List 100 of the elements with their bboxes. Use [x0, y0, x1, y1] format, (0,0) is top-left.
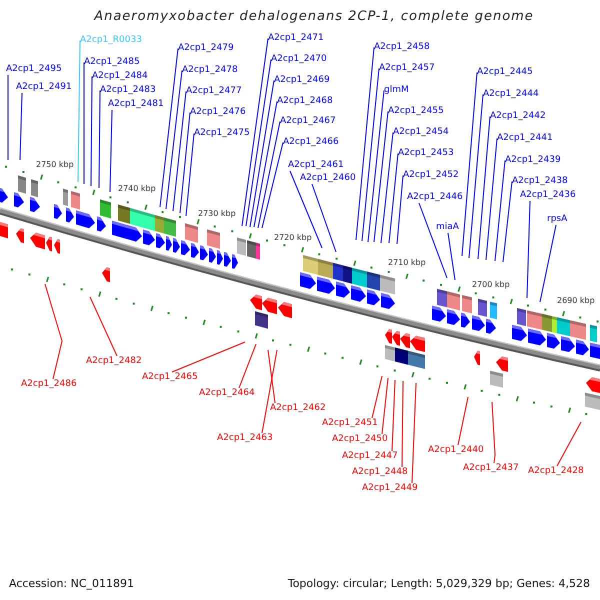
scale-label: 2750 kbp	[36, 160, 74, 170]
gene-label: A2cp1_2437	[463, 463, 519, 474]
leader-line	[540, 224, 556, 302]
leader-line	[290, 170, 322, 248]
leader-line	[246, 59, 272, 226]
leader-line	[402, 380, 404, 468]
gene-label: A2cp1_2481	[108, 99, 164, 110]
gene-label: A2cp1_2466	[283, 137, 339, 148]
leader-line	[492, 402, 496, 464]
leader-line	[468, 94, 484, 258]
gene-label: A2cp1_2484	[92, 71, 148, 82]
leader-line	[180, 112, 190, 214]
scale-label: 2710 kbp	[388, 258, 426, 268]
leader-line	[166, 70, 182, 210]
gene-label: A2cp1_2482	[86, 356, 142, 367]
leader-line	[312, 184, 336, 252]
gene-label: A2cp1_2470	[271, 54, 327, 65]
gene-label: A2cp1_2445	[477, 67, 533, 78]
gene-label: A2cp1_2486	[21, 379, 77, 390]
leader-line	[502, 181, 512, 262]
gene-label: A2cp1_2462	[270, 403, 326, 414]
leader-line	[78, 40, 80, 182]
scale-label: 2730 kbp	[198, 209, 236, 219]
gene-label: A2cp1_2453	[398, 148, 454, 159]
leader-line	[250, 80, 274, 228]
gene-label: A2cp1_2485	[84, 57, 140, 68]
leader-line	[44, 284, 63, 380]
gene-label: A2cp1_2477	[186, 86, 242, 97]
leader-line	[418, 202, 448, 278]
accession-text: Accession: NC_011891	[9, 577, 134, 590]
gene-label: A2cp1_2463	[217, 433, 273, 444]
gene-label: A2cp1_2446	[407, 192, 463, 203]
leader-line	[238, 344, 256, 388]
leader-line	[494, 160, 506, 262]
gene-label: A2cp1_2467	[280, 116, 336, 127]
leader-line	[186, 133, 194, 216]
gene-label: A2cp1_2483	[100, 85, 156, 96]
gene-label: A2cp1_2495	[6, 64, 62, 75]
gene-label: A2cp1_2449	[362, 483, 418, 494]
gene-label: miaA	[436, 222, 459, 233]
leader-line	[478, 116, 490, 260]
leader-line	[526, 200, 530, 298]
gene-label: A2cp1_2471	[268, 33, 324, 44]
gene-label: A2cp1_2464	[199, 388, 255, 399]
leader-line	[110, 110, 112, 192]
gene-label: A2cp1_2441	[497, 133, 553, 144]
gene-label: A2cp1_2458	[374, 42, 430, 53]
gene-label: rpsA	[547, 214, 568, 225]
scale-label: 2690 kbp	[557, 296, 595, 306]
gene-label: A2cp1_2479	[178, 43, 234, 54]
gene-label: A2cp1_R0033	[80, 35, 142, 46]
gene-label: A2cp1_2442	[490, 111, 546, 122]
leader-line	[380, 132, 394, 244]
gene-label: A2cp1_2455	[388, 106, 444, 117]
leader-line	[160, 48, 178, 208]
gene-label: A2cp1_2457	[379, 63, 435, 74]
gene-label: A2cp1_2475	[194, 128, 250, 139]
leader-line	[90, 76, 92, 186]
gene-label: glmM	[384, 85, 409, 96]
leader-line	[258, 121, 280, 228]
leader-line	[396, 175, 404, 244]
gene-label: A2cp1_2440	[428, 445, 484, 456]
gene-label: A2cp1_2461	[288, 160, 344, 171]
gene-label: A2cp1_2438	[512, 176, 568, 187]
leader-line	[368, 90, 384, 242]
gene-label: A2cp1_2476	[190, 107, 246, 118]
leader-line	[486, 138, 498, 260]
leader-line	[254, 101, 278, 228]
gene-label: A2cp1_2444	[483, 89, 539, 100]
gene-label: A2cp1_2428	[528, 466, 584, 477]
gene-label: A2cp1_2450	[332, 434, 388, 445]
leader-line	[462, 72, 478, 256]
genome-summary-text: Topology: circular; Length: 5,029,329 bp; Genes: 4,528	[288, 577, 590, 590]
scale-label: 2720 kbp	[274, 233, 312, 243]
gene-label: A2cp1_2478	[182, 65, 238, 76]
leader-line	[242, 38, 268, 226]
leader-line	[458, 396, 468, 446]
leader-line	[556, 422, 582, 466]
leader-line	[268, 350, 276, 404]
gene-label: A2cp1_2447	[342, 451, 398, 462]
gene-label: A2cp1_2469	[274, 75, 330, 86]
map-title: Anaeromyxobacter dehalogenans 2CP-1, complete genome	[94, 9, 534, 25]
leader-line	[374, 111, 388, 242]
leader-line	[172, 91, 186, 212]
leader-line	[412, 382, 416, 484]
scale-label: 2700 kbp	[472, 280, 510, 290]
leader-line	[90, 296, 118, 356]
leader-line	[98, 90, 100, 188]
gene-label: A2cp1_2468	[277, 96, 333, 107]
leader-line	[448, 232, 456, 280]
gene-label: A2cp1_2439	[505, 155, 561, 166]
gene-label: A2cp1_2454	[393, 127, 449, 138]
leader-line	[20, 92, 22, 160]
scale-label: 2740 kbp	[118, 184, 156, 194]
leader-line	[262, 142, 284, 228]
leader-line	[382, 378, 388, 434]
gene-label: A2cp1_2436	[520, 190, 576, 201]
gene-label: A2cp1_2448	[352, 467, 408, 478]
gene-label: A2cp1_2452	[403, 170, 459, 181]
leader-line	[362, 68, 380, 242]
